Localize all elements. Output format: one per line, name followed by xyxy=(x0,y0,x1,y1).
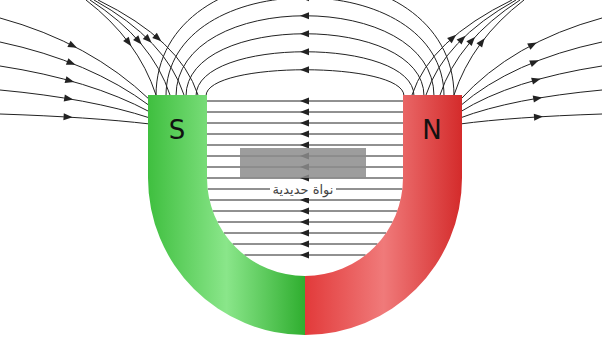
field-line xyxy=(186,34,424,96)
field-arrow xyxy=(67,41,78,51)
field-arrow xyxy=(300,218,309,225)
field-line xyxy=(0,42,150,106)
field-line xyxy=(90,0,170,95)
field-line xyxy=(156,0,454,96)
field-line xyxy=(454,0,524,95)
north-arm xyxy=(305,95,462,335)
field-line xyxy=(176,16,434,96)
field-arrow xyxy=(534,113,543,121)
field-arrow xyxy=(531,75,542,84)
pole-letter: N xyxy=(422,117,441,143)
field-arrow xyxy=(152,33,163,44)
field-arrow xyxy=(133,35,144,46)
field-arrow xyxy=(63,113,72,121)
field-line xyxy=(412,0,512,95)
field-arrow xyxy=(300,208,309,215)
field-arrow xyxy=(300,98,309,105)
field-line xyxy=(206,70,404,96)
field-line xyxy=(166,0,444,96)
field-arrow xyxy=(300,230,309,237)
field-line xyxy=(426,0,516,95)
field-line xyxy=(460,90,602,118)
field-line xyxy=(98,0,198,95)
field-arrow xyxy=(529,57,540,67)
field-line xyxy=(94,0,184,95)
field-arrow xyxy=(66,58,77,68)
field-arrow xyxy=(457,33,468,44)
field-lines xyxy=(0,0,602,258)
field-line xyxy=(460,42,602,106)
field-arrow xyxy=(300,120,309,127)
field-line xyxy=(196,52,414,96)
field-arrow xyxy=(300,30,309,37)
pole-letter: S xyxy=(169,117,186,143)
field-arrow xyxy=(466,35,477,46)
field-line xyxy=(440,0,520,95)
field-arrow xyxy=(300,109,309,116)
iron-core xyxy=(240,148,366,178)
iron-core: نواة حديدية xyxy=(240,148,366,178)
field-arrow xyxy=(476,36,487,47)
field-arrow xyxy=(300,252,309,259)
field-arrow xyxy=(447,32,458,43)
field-line xyxy=(460,114,602,124)
field-line xyxy=(86,0,156,95)
field-arrow xyxy=(300,0,309,1)
field-arrow xyxy=(64,95,74,103)
field-arrow xyxy=(300,142,309,149)
field-arrow xyxy=(300,66,309,73)
field-arrow xyxy=(300,12,309,19)
core-label: نواة حديدية xyxy=(270,182,337,198)
field-arrow xyxy=(527,39,538,49)
field-line xyxy=(0,90,150,118)
field-line xyxy=(0,114,150,124)
south-arm xyxy=(148,95,305,335)
field-line xyxy=(0,18,150,100)
field-arrow xyxy=(300,131,309,138)
field-arrow xyxy=(143,34,154,45)
field-arrow xyxy=(300,48,309,55)
field-arrow xyxy=(123,37,134,48)
field-arrow xyxy=(533,94,543,102)
field-arrow xyxy=(65,76,76,85)
field-line xyxy=(460,66,602,112)
field-line xyxy=(0,66,150,112)
field-arrow xyxy=(300,241,309,248)
